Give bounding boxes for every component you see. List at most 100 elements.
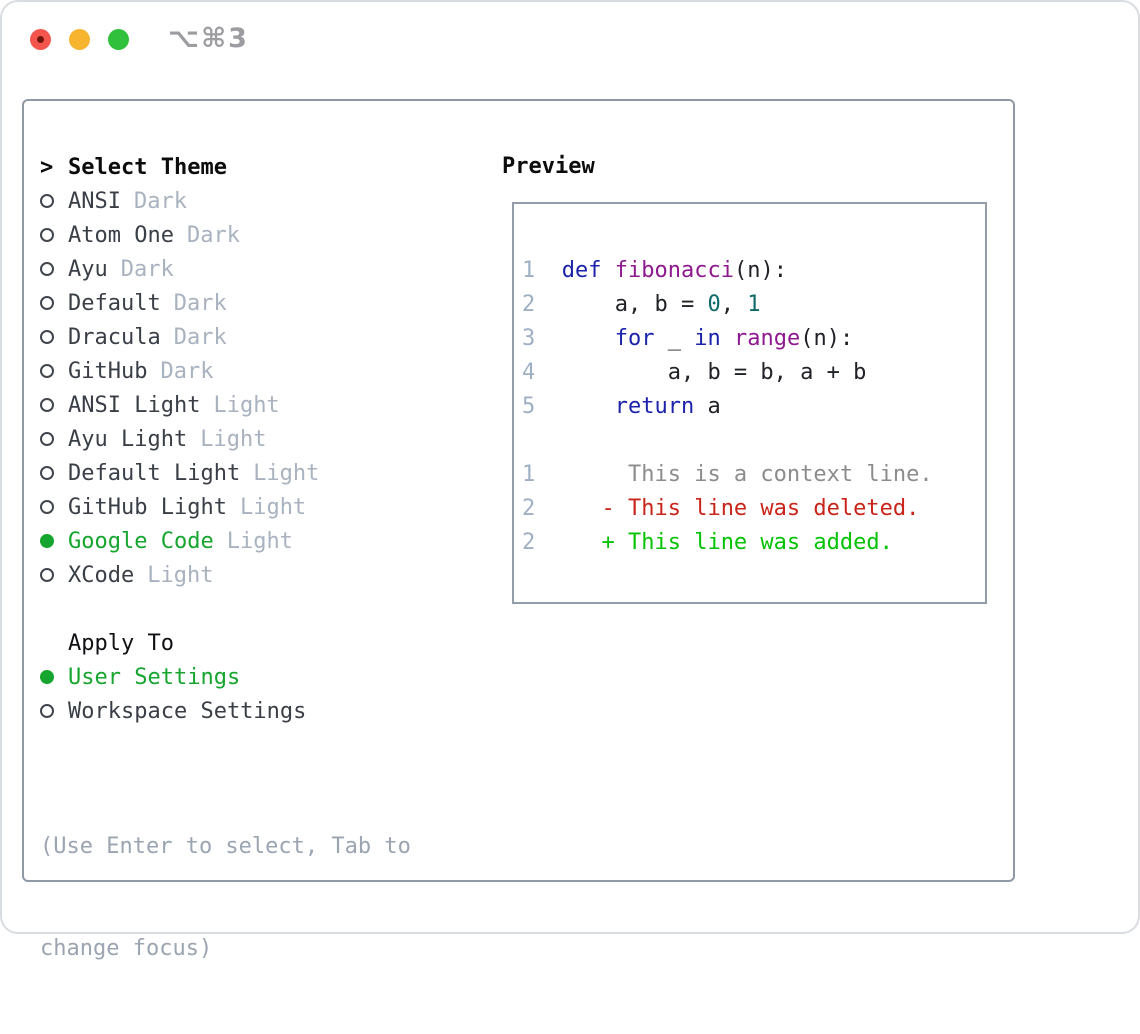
code-token-pl — [535, 394, 614, 419]
zoom-button[interactable] — [108, 29, 129, 50]
code-token-kw: in — [694, 326, 721, 351]
help-text: (Use Enter to select, Tab to change focu… — [40, 762, 411, 1034]
theme-name: Default — [68, 290, 161, 316]
apply-to-label: Apply To — [68, 630, 174, 656]
theme-name: Ayu — [68, 256, 108, 282]
code-token-num: 1 — [522, 462, 536, 487]
close-dot-icon — [37, 36, 44, 43]
theme-variant: Dark — [173, 324, 227, 350]
theme-name: Default Light — [68, 460, 241, 486]
apply-option-label: User Settings — [68, 664, 241, 690]
code-line: 1 This is a context line. — [522, 458, 985, 492]
code-token-num: 2 — [522, 530, 536, 555]
cursor-prompt-icon: > — [40, 154, 54, 180]
radio-selected-icon — [40, 534, 54, 548]
theme-name: Google Code — [68, 528, 214, 554]
code-token-num: 1 — [522, 258, 536, 283]
theme-option[interactable]: Dracula Dark — [40, 320, 411, 354]
code-token-pl — [535, 496, 601, 521]
close-button[interactable] — [30, 29, 51, 50]
preview-title: Preview — [502, 154, 595, 179]
code-token-pl: a, b = b, a + b — [667, 360, 867, 385]
radio-icon — [40, 500, 54, 514]
minimize-button[interactable] — [69, 29, 90, 50]
help-line-1: (Use Enter to select, Tab to — [40, 834, 411, 859]
help-line-2: change focus) — [40, 936, 213, 961]
theme-option[interactable]: ANSI Dark — [40, 184, 411, 218]
code-token-pl — [535, 326, 614, 351]
theme-variant: Dark — [186, 222, 240, 248]
code-token-pl — [535, 360, 667, 385]
code-token-del: - This line was deleted. — [601, 496, 920, 521]
theme-variant: Light — [226, 528, 293, 554]
theme-variant: Dark — [160, 358, 214, 384]
radio-icon — [40, 432, 54, 446]
code-token-ctx: This is a context line. — [627, 462, 933, 487]
radio-icon — [40, 228, 54, 242]
code-token-pl — [535, 258, 562, 283]
theme-variant: Dark — [133, 188, 187, 214]
radio-selected-icon — [40, 670, 54, 684]
spacer — [40, 728, 411, 762]
apply-option[interactable]: Workspace Settings — [40, 694, 411, 728]
code-token-num: 2 — [522, 292, 536, 317]
code-token-lit: 1 — [747, 292, 761, 317]
apply-option-label: Workspace Settings — [68, 698, 307, 724]
code-line: 1 def fibonacci(n): — [522, 254, 985, 288]
theme-name: XCode — [68, 562, 135, 588]
code-token-pl — [721, 326, 734, 351]
code-token-add: + This line was added. — [601, 530, 893, 555]
radio-icon — [40, 194, 54, 208]
theme-variant: Light — [200, 426, 267, 452]
code-line: 2 a, b = 0, 1 — [522, 288, 985, 322]
code-token-fn: range — [733, 326, 801, 351]
code-token-lit: 0 — [707, 292, 721, 317]
theme-variant: Light — [213, 392, 280, 418]
code-token-pl: (n): — [733, 258, 787, 283]
apply-option[interactable]: User Settings — [40, 660, 411, 694]
theme-variant: Light — [239, 494, 307, 520]
radio-icon — [40, 296, 54, 310]
code-token-num: 2 — [522, 496, 536, 521]
code-token-pl — [602, 258, 615, 283]
theme-option[interactable]: XCode Light — [40, 558, 411, 592]
radio-icon — [40, 398, 54, 412]
code-token-kw: for — [614, 326, 655, 351]
code-token-pl: (n): — [800, 326, 854, 351]
radio-icon — [40, 364, 54, 378]
code-line: 3 for _ in range(n): — [522, 322, 985, 356]
theme-name: Dracula — [68, 324, 161, 350]
code-line — [522, 424, 985, 458]
apply-to-header: Apply To — [40, 626, 411, 660]
radio-icon — [40, 568, 54, 582]
code-token-pl: a, b = — [614, 292, 708, 317]
theme-option[interactable]: Atom One Dark — [40, 218, 411, 252]
theme-option[interactable]: Default Dark — [40, 286, 411, 320]
theme-name: ANSI — [68, 188, 121, 214]
theme-name: GitHub — [68, 358, 148, 384]
code-token-kw: def — [561, 258, 602, 283]
code-token-pl — [535, 530, 601, 555]
theme-option[interactable]: ANSI Light Light — [40, 388, 411, 422]
theme-option[interactable]: Google Code Light — [40, 524, 411, 558]
theme-variant: Dark — [173, 290, 227, 316]
theme-option[interactable]: GitHub Dark — [40, 354, 411, 388]
theme-variant: Light — [147, 562, 214, 588]
theme-name: ANSI Light — [68, 392, 201, 418]
code-token-pl: , — [720, 292, 748, 317]
code-line: 2 - This line was deleted. — [522, 492, 985, 526]
spacer — [40, 592, 411, 626]
code-line: 4 a, b = b, a + b — [522, 356, 985, 390]
select-theme-header: > Select Theme — [40, 150, 411, 184]
window-controls — [30, 29, 129, 50]
theme-name: Atom One — [68, 222, 174, 248]
